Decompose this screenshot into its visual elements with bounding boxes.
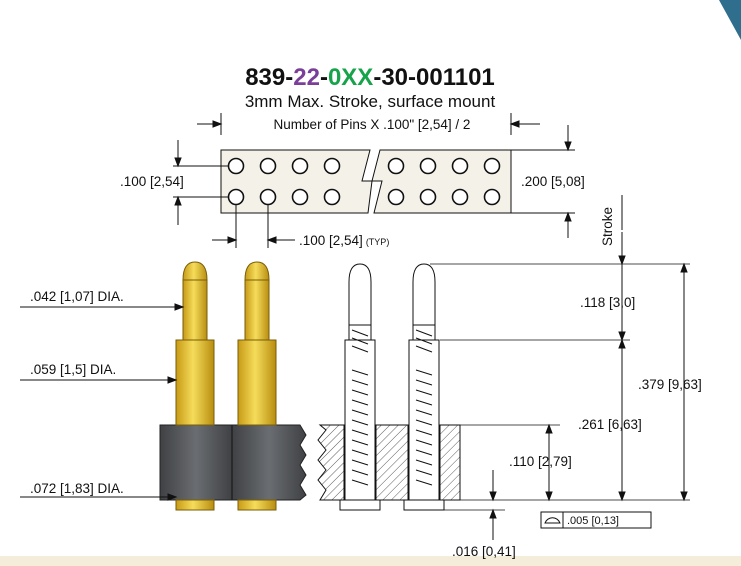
- row-spacing-label: .200 [5,08]: [521, 174, 585, 189]
- compressed-length-label: .261 [6,63]: [578, 417, 642, 432]
- flatness-frame: .005 [0,13]: [540, 511, 652, 529]
- row-spacing-dimension: [511, 125, 575, 238]
- gold-pin-2: [237, 261, 277, 511]
- barrel-diameter-label: .059 [1,5] DIA.: [30, 362, 116, 377]
- diameter-leaders: [20, 303, 185, 501]
- tip-diameter-label: .042 [1,07] DIA.: [30, 289, 124, 304]
- row-width-dimension: [197, 113, 540, 135]
- part-number: 839-22-0XX-30-001101: [245, 64, 495, 91]
- corner-accent: [719, 0, 741, 40]
- subtitle: 3mm Max. Stroke, surface mount: [245, 92, 496, 111]
- base-diameter-label: .072 [1,83] DIA.: [30, 481, 124, 496]
- stroke-label: Stroke: [600, 207, 615, 246]
- gold-pin-1: [175, 261, 215, 511]
- total-length-dimension: [680, 262, 688, 502]
- insulator-height-dimension: [545, 423, 553, 502]
- pitch-horizontal-dimension: [212, 205, 295, 248]
- flatness-symbol-icon: [544, 517, 561, 524]
- insulator-height-label: .110 [2,79]: [509, 454, 572, 469]
- housing-side-view: [159, 424, 307, 501]
- pitch-vertical-label: .100 [2,54]: [120, 174, 184, 189]
- total-length-label: .379 [9,63]: [638, 377, 702, 392]
- flatness-label: .005 [0,13]: [567, 515, 619, 527]
- row-width-label: Number of Pins X .100" [2,54] / 2: [274, 117, 471, 132]
- section-pin-1: [339, 263, 381, 511]
- extension-lines: [430, 263, 690, 511]
- standoff-label: .016 [0,41]: [452, 544, 516, 559]
- stroke-length-label: .118 [3,0]: [580, 295, 635, 310]
- footer-band: [0, 556, 741, 566]
- section-pin-2: [403, 263, 445, 511]
- pitch-vertical-dimension: [173, 140, 228, 225]
- compressed-length-dimension: [618, 338, 626, 502]
- stroke-length-dimension: [618, 232, 626, 342]
- standoff-dimension: [489, 470, 497, 540]
- top-view: [220, 149, 512, 214]
- pitch-horizontal-label: .100 [2,54](TYP): [299, 233, 389, 248]
